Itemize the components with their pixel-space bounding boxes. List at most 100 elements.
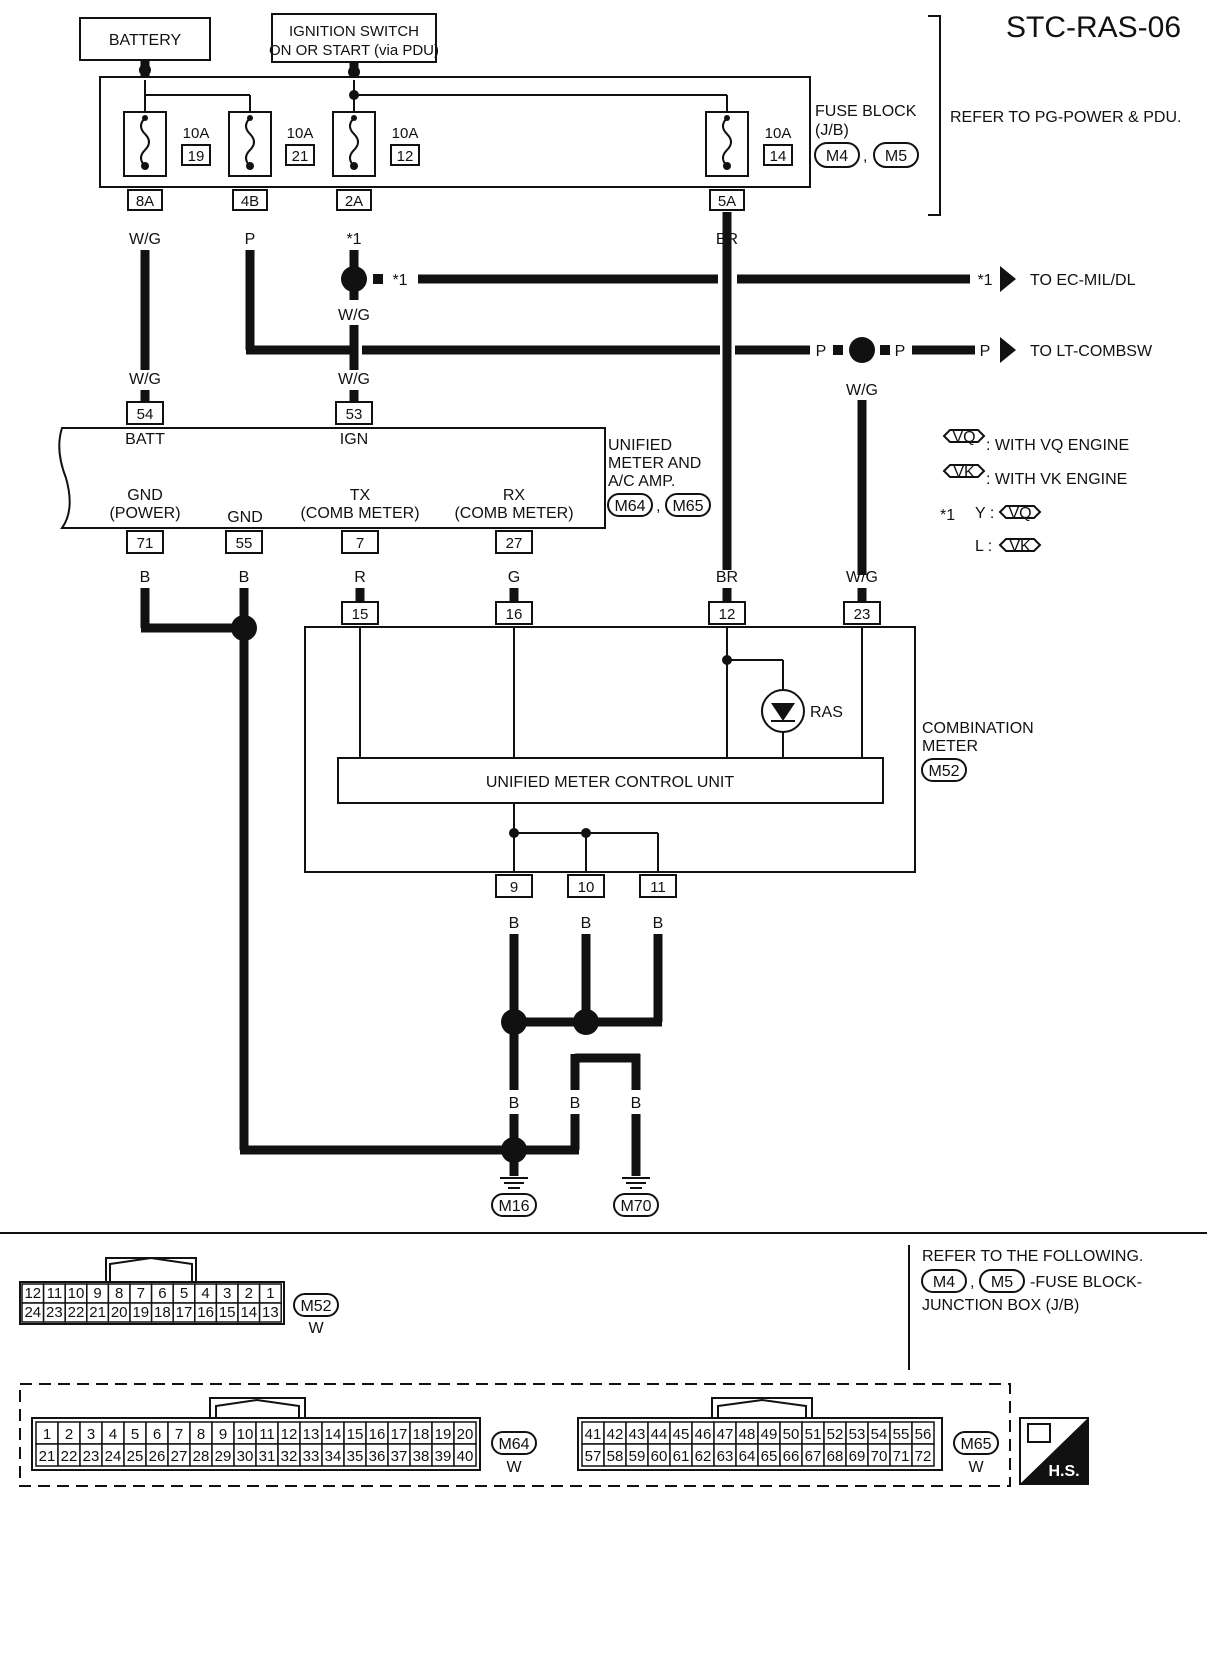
fuse-12: 10A 12 <box>332 111 420 177</box>
svg-text:B: B <box>140 569 151 586</box>
m64-pin-label: 7 <box>175 1426 183 1443</box>
m52-pin-label: 7 <box>137 1285 145 1302</box>
m64-pin-label: 38 <box>413 1448 430 1465</box>
m65-pin-label: 66 <box>783 1448 800 1465</box>
m64-pin-label: 1 <box>43 1426 51 1443</box>
svg-text:(COMB METER): (COMB METER) <box>300 505 419 522</box>
svg-text:P: P <box>245 231 256 248</box>
svg-text:Y :: Y : <box>975 505 994 522</box>
ground-m16: M16 <box>491 1177 537 1217</box>
m52-pin-label: 17 <box>176 1304 193 1321</box>
svg-text:*1: *1 <box>346 231 361 248</box>
svg-text:54: 54 <box>137 406 154 423</box>
ignition-switch-box <box>271 13 437 63</box>
svg-text:10A: 10A <box>765 125 792 142</box>
svg-text:BATT: BATT <box>125 431 165 448</box>
m65-pin-label: 49 <box>761 1426 778 1443</box>
svg-text:4B: 4B <box>241 193 259 210</box>
svg-text:B: B <box>581 915 592 932</box>
m65-pin-label: 64 <box>739 1448 756 1465</box>
m65-pin-label: 45 <box>673 1426 690 1443</box>
svg-text:VQ: VQ <box>1008 505 1031 522</box>
svg-text:W/G: W/G <box>129 371 161 388</box>
svg-text:10A: 10A <box>287 125 314 142</box>
m64-pin-label: 10 <box>237 1426 254 1443</box>
m65-pin-label: 44 <box>651 1426 668 1443</box>
m64-pin-label: 11 <box>259 1426 275 1443</box>
svg-text:JUNCTION BOX (J/B): JUNCTION BOX (J/B) <box>922 1297 1079 1314</box>
m52-pin-label: 5 <box>180 1285 188 1302</box>
svg-text:19: 19 <box>188 148 205 165</box>
m52-pin-label: 21 <box>89 1304 106 1321</box>
svg-text:M5: M5 <box>991 1274 1013 1291</box>
svg-text:,: , <box>656 498 660 515</box>
svg-text:UNIFIED: UNIFIED <box>608 437 672 454</box>
svg-text:COMBINATION: COMBINATION <box>922 720 1034 737</box>
svg-text:(COMB METER): (COMB METER) <box>454 505 573 522</box>
m65-pin-label: 47 <box>717 1426 734 1443</box>
svg-text:B: B <box>570 1095 581 1112</box>
m52-pin-label: 18 <box>154 1304 171 1321</box>
m64-pin-label: 31 <box>259 1448 276 1465</box>
terminal-2A: 2A <box>336 189 372 211</box>
m52-pin-label: 13 <box>262 1304 279 1321</box>
m65-pin-label: 72 <box>915 1448 932 1465</box>
m52-pin-label: 12 <box>24 1285 41 1302</box>
m65-pin-label: 51 <box>805 1426 822 1443</box>
svg-text:16: 16 <box>506 606 523 623</box>
svg-text:R: R <box>354 569 366 586</box>
svg-text:8A: 8A <box>136 193 154 210</box>
svg-text:H.S.: H.S. <box>1048 1463 1079 1480</box>
m52-pin-label: 11 <box>47 1285 63 1302</box>
m52-pin-label: 4 <box>201 1285 209 1302</box>
svg-text:15: 15 <box>352 606 369 623</box>
svg-text:*1: *1 <box>977 272 992 289</box>
m52-pin-label: 3 <box>223 1285 231 1302</box>
m64-pin-label: 30 <box>237 1448 254 1465</box>
m64-pin-label: 4 <box>109 1426 117 1443</box>
svg-text:B: B <box>509 1095 520 1112</box>
svg-text:W/G: W/G <box>846 382 878 399</box>
svg-text:VQ: VQ <box>952 429 975 446</box>
svg-text:M4: M4 <box>933 1274 955 1291</box>
svg-text:23: 23 <box>854 606 871 623</box>
m64-pin-label: 22 <box>61 1448 78 1465</box>
svg-text:*1: *1 <box>940 507 955 524</box>
svg-text:P: P <box>895 343 906 360</box>
m65-pin-label: 67 <box>805 1448 822 1465</box>
m65-pin-label: 60 <box>651 1448 668 1465</box>
m65-pin-label: 71 <box>893 1448 910 1465</box>
m64-pin-label: 26 <box>149 1448 166 1465</box>
m52-pin-label: 6 <box>158 1285 166 1302</box>
svg-text:RAS: RAS <box>810 704 843 721</box>
svg-text:M70: M70 <box>620 1198 651 1215</box>
m65-pin-label: 61 <box>673 1448 690 1465</box>
splice-p <box>849 337 875 363</box>
svg-text:-FUSE BLOCK-: -FUSE BLOCK- <box>1030 1274 1142 1291</box>
svg-text:5A: 5A <box>718 193 736 210</box>
m64-pin-label: 3 <box>87 1426 95 1443</box>
m65-pin-label: 55 <box>893 1426 910 1443</box>
m64-pin-label: 13 <box>303 1426 320 1443</box>
svg-text:G: G <box>508 569 520 586</box>
m65-pin-label: 54 <box>871 1426 888 1443</box>
comb-meter-conn-m52: M52 <box>928 763 959 780</box>
svg-text:10: 10 <box>578 879 595 896</box>
m64-pin-label: 24 <box>105 1448 122 1465</box>
svg-text:*1: *1 <box>392 272 407 289</box>
hs-badge: H.S. <box>1019 1417 1089 1485</box>
svg-text:VK: VK <box>953 464 975 481</box>
svg-text:GND: GND <box>227 509 263 526</box>
svg-text:M64: M64 <box>498 1436 529 1453</box>
svg-text:W: W <box>308 1320 324 1337</box>
m52-pin-label: 9 <box>93 1285 101 1302</box>
m64-pin-label: 37 <box>391 1448 408 1465</box>
svg-text:BR: BR <box>716 569 738 586</box>
fuse-21: 10A 21 <box>228 111 315 177</box>
m65-pin-label: 56 <box>915 1426 932 1443</box>
svg-text:: WITH VQ ENGINE: : WITH VQ ENGINE <box>986 437 1129 454</box>
m64-pin-label: 14 <box>325 1426 342 1443</box>
ground-m70: M70 <box>613 1177 659 1217</box>
m65-pin-label: 62 <box>695 1448 712 1465</box>
